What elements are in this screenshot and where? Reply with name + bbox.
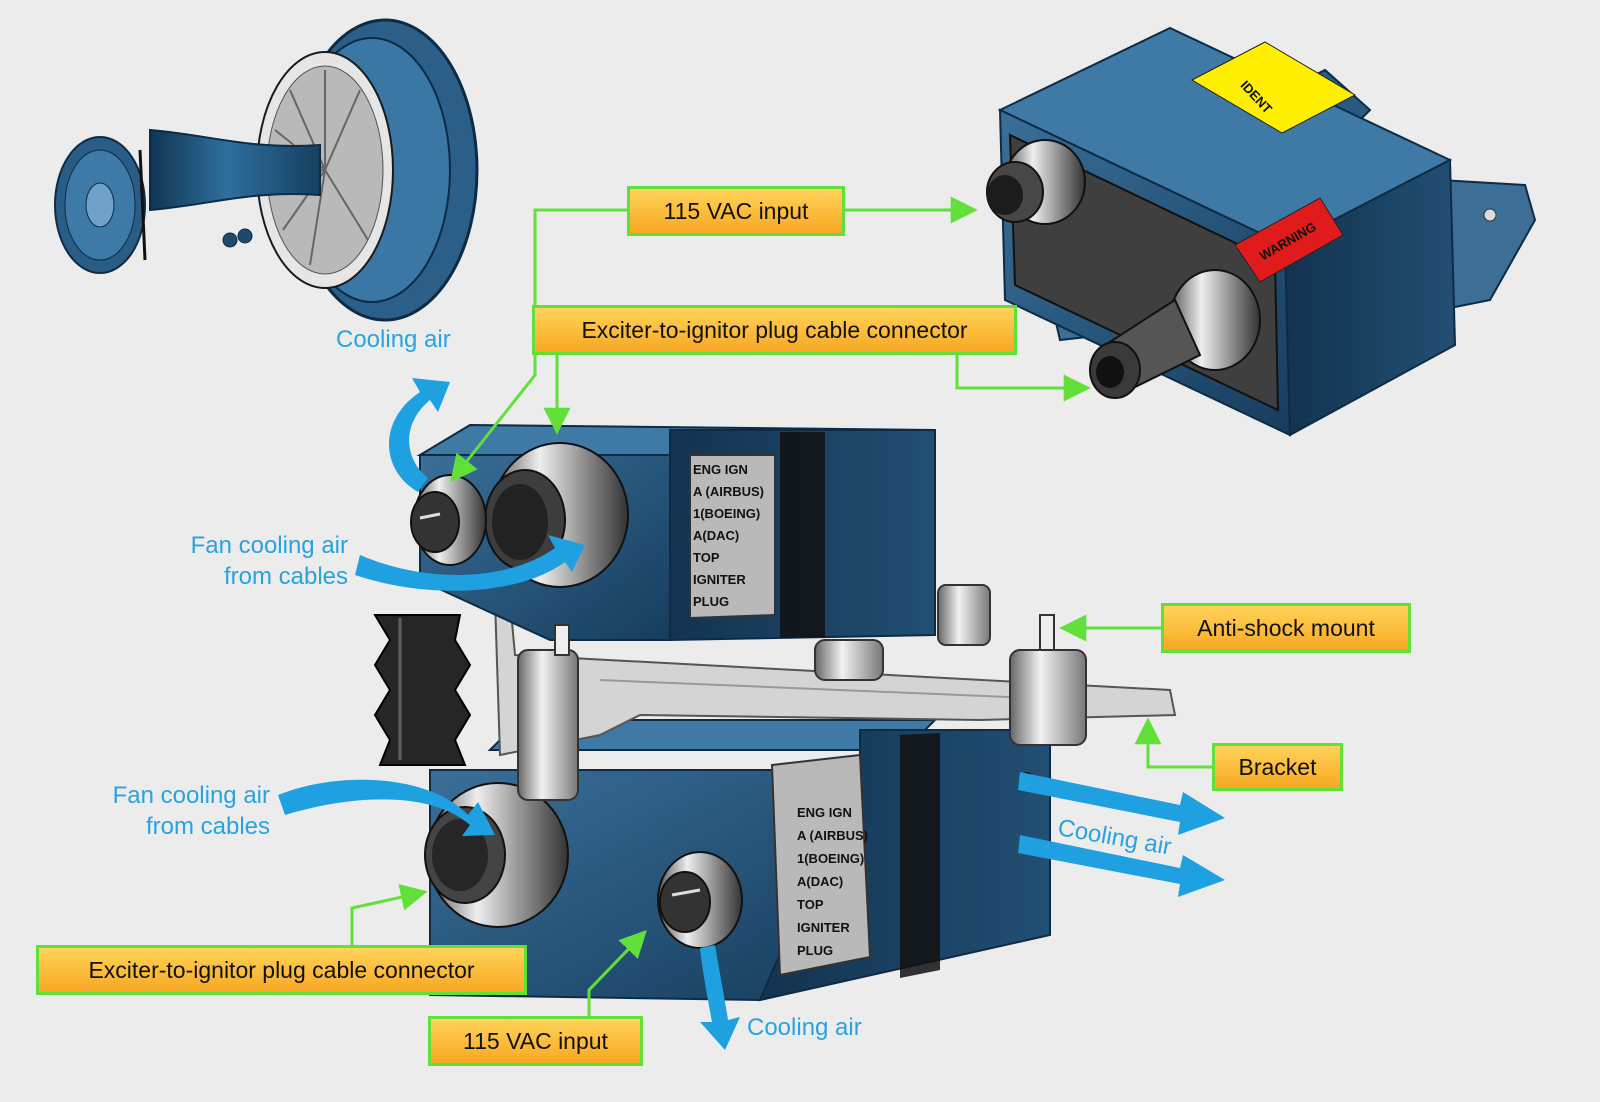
callout-exciter-connector-top: Exciter-to-ignitor plug cable connector [532, 305, 1017, 355]
placard-bottom-line-6: IGNITER [797, 920, 850, 935]
callout-115vac-input-bottom: 115 VAC input [428, 1016, 643, 1066]
placard-bottom-line-3: 1(BOEING) [797, 851, 864, 866]
placard-top-line-2: A (AIRBUS) [693, 484, 764, 499]
exciter-box-illustration: IDENT WARNING [986, 26, 1537, 437]
placard-bottom-line-4: A(DAC) [797, 874, 843, 889]
label-fan-cooling-bottom: Fan cooling air from cables [70, 780, 270, 842]
label-fan-cooling-top-line1: Fan cooling air [190, 532, 348, 559]
exciter-assembly-illustration: ENG IGN A (AIRBUS) 1(BOEING) A(DAC) TOP … [373, 423, 1177, 1002]
airflow-arrows [278, 378, 1225, 1050]
callout-anti-shock-mount: Anti-shock mount [1161, 603, 1411, 653]
callout-exciter-connector-bottom: Exciter-to-ignitor plug cable connector [36, 945, 527, 995]
placard-bottom-line-7: PLUG [797, 943, 833, 958]
callout-bracket: Bracket [1212, 743, 1343, 791]
label-fan-cooling-bottom-line1: Fan cooling air [112, 782, 270, 809]
placard-bottom-line-2: A (AIRBUS) [797, 828, 868, 843]
label-fan-cooling-top-line2: from cables [223, 563, 348, 591]
engine-illustration [54, 18, 479, 322]
placard-top-line-4: A(DAC) [693, 528, 739, 543]
placard-bottom-line-1: ENG IGN [797, 805, 852, 820]
placard-top-line-1: ENG IGN [693, 462, 748, 477]
placard-top-line-5: TOP [693, 550, 720, 565]
label-fan-cooling-bottom-line2: from cables [145, 813, 270, 841]
callout-115vac-input-top: 115 VAC input [627, 186, 845, 236]
leader-lines [350, 196, 1212, 1016]
label-cooling-air-bottom: Cooling air [747, 1014, 862, 1041]
placard-top-line-3: 1(BOEING) [693, 506, 760, 521]
placard-top-line-6: IGNITER [693, 572, 746, 587]
label-cooling-air-top: Cooling air [336, 326, 451, 353]
label-fan-cooling-top: Fan cooling air from cables [148, 530, 348, 592]
placard-bottom-line-5: TOP [797, 897, 824, 912]
placard-top-line-7: PLUG [693, 594, 729, 609]
